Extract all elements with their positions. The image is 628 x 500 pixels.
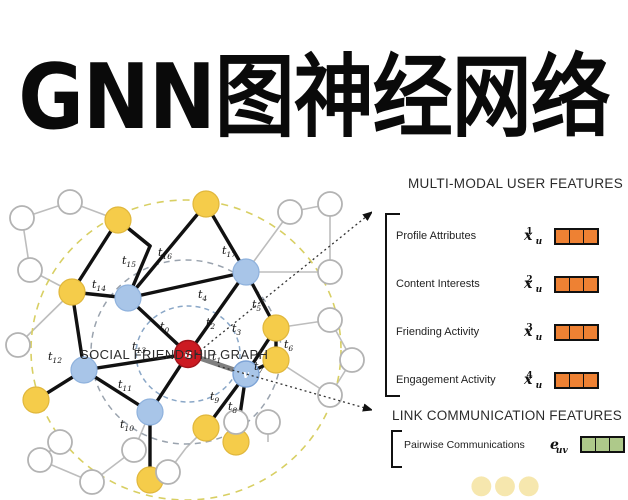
svg-text:t6: t6	[284, 338, 293, 353]
link-features-heading: Link Communication Features	[392, 407, 622, 425]
feature-row-pairwise-communications: Pairwise Communications euv	[404, 436, 625, 456]
feature-vector	[580, 436, 625, 453]
social-graph-svg: v u t0 t1 t2 t3 t4 t5 t6 t7 t8 t9 t10 t1…	[5, 189, 372, 500]
social-graph-panel: v u t0 t1 t2 t3 t4 t5 t6 t7 t8 t9 t10 t1…	[0, 160, 372, 500]
outer-hop-ring	[30, 199, 342, 500]
svg-text:t7: t7	[254, 360, 263, 375]
feature-vector	[554, 275, 599, 293]
feature-label: Friending Activity	[396, 326, 480, 338]
node-v: v	[232, 360, 260, 388]
feature-symbol: x4u	[524, 371, 543, 391]
feature-symbol: x3u	[524, 323, 543, 343]
feature-vector	[554, 227, 599, 245]
node-u: u	[173, 339, 203, 369]
hop1-nodes	[70, 258, 260, 426]
svg-text:t0: t0	[160, 320, 169, 335]
svg-text:t4: t4	[198, 288, 207, 303]
feature-row-engagement-activity: Engagement Activity x4u	[396, 356, 628, 404]
multimodal-heading-text: Multi-Modal User Features	[408, 176, 624, 191]
watermark: ●●●	[470, 470, 542, 500]
social-graph-heading: Social Friendship Graph	[80, 346, 268, 364]
feature-symbol: euv	[550, 436, 568, 456]
inner-hop-ring	[135, 305, 241, 403]
feature-vector	[554, 323, 599, 341]
svg-text:t1: t1	[212, 350, 221, 365]
feature-label: Pairwise Communications	[404, 438, 525, 451]
svg-text:t8: t8	[228, 400, 237, 415]
feature-row-friending-activity: Friending Activity x3u	[396, 308, 628, 356]
feature-label: Content Interests	[396, 278, 480, 290]
feature-symbol: x2u	[524, 275, 543, 295]
feature-label: Engagement Activity	[396, 374, 496, 386]
svg-text:t11: t11	[118, 378, 132, 393]
hop2-nodes	[22, 190, 290, 494]
multimodal-bracket	[385, 213, 400, 397]
multimodal-heading: Multi-Modal User Features	[408, 175, 623, 193]
graph-heading-text: Social Friendship Graph	[80, 347, 269, 362]
feature-row-content-interests: Content Interests x2u	[396, 260, 628, 308]
feature-vector	[554, 371, 599, 389]
feature-label: Profile Attributes	[396, 230, 477, 242]
svg-text:t12: t12	[48, 350, 62, 365]
multimodal-feature-list: Profile Attributes x1u Content Interests…	[396, 212, 628, 404]
node-u-label: u	[184, 348, 192, 361]
node-v-label: v	[243, 368, 250, 381]
svg-text:t5: t5	[252, 298, 261, 313]
link-features-bracket	[391, 430, 402, 468]
feature-row-profile-attributes: Profile Attributes x1u	[396, 212, 628, 260]
svg-text:t15: t15	[122, 254, 136, 269]
svg-text:t3: t3	[232, 322, 241, 337]
svg-text:t10: t10	[120, 418, 134, 433]
svg-text:t14: t14	[92, 278, 106, 293]
outer-nodes	[5, 189, 365, 495]
callout-arrows	[195, 211, 372, 412]
arrow-to-link-features	[217, 365, 372, 412]
link-heading-text: Link Communication Features	[392, 408, 622, 423]
svg-text:t9: t9	[210, 390, 219, 405]
page-title: GNN图神经网络	[18, 45, 611, 150]
svg-text:t2: t2	[206, 316, 215, 331]
feature-symbol: x1u	[524, 227, 543, 247]
poster-title-bar: GNN图神经网络	[0, 42, 628, 154]
